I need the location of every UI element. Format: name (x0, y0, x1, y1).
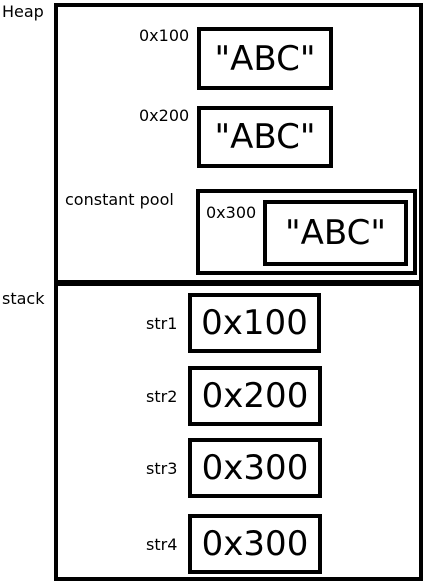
stack-variable-box: 0x300 (188, 438, 322, 498)
stack-variable-box: 0x200 (188, 366, 322, 426)
constant-pool-address: 0x300 (206, 203, 257, 222)
stack-variable-value: 0x100 (201, 303, 308, 343)
constant-pool-region (196, 189, 417, 275)
heap-object-address: 0x200 (139, 106, 190, 125)
stack-variable-name: str1 (146, 314, 178, 333)
heap-object-box: "ABC" (197, 106, 333, 168)
stack-label: stack (2, 289, 45, 308)
stack-variable-name: str3 (146, 459, 178, 478)
stack-variable-box: 0x300 (188, 514, 322, 574)
stack-variable-box: 0x100 (188, 293, 321, 353)
stack-variable-value: 0x300 (201, 448, 309, 488)
heap-object-address: 0x100 (139, 26, 190, 45)
stack-variable-name: str4 (146, 535, 178, 554)
constant-pool-object-box: "ABC" (263, 200, 408, 266)
heap-object-value: "ABC" (214, 38, 316, 79)
constant-pool-value: "ABC" (284, 213, 386, 253)
heap-label: Heap (2, 2, 44, 21)
stack-variable-value: 0x300 (201, 524, 309, 564)
stack-variable-value: 0x200 (201, 376, 309, 416)
stack-region (54, 282, 423, 581)
stack-variable-name: str2 (146, 387, 178, 406)
constant-pool-label: constant pool (65, 190, 174, 209)
heap-object-value: "ABC" (214, 117, 316, 157)
heap-object-box: "ABC" (197, 27, 333, 90)
